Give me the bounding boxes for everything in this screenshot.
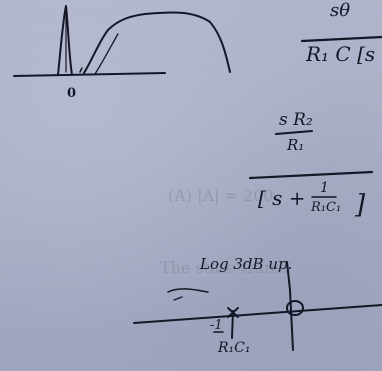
response-sketch xyxy=(13,5,231,77)
top-numerator: sθ xyxy=(330,0,351,21)
fraction-bar-inner xyxy=(275,130,313,135)
mid-frac-num: 1 xyxy=(320,180,329,196)
fraction-bar-top xyxy=(300,35,382,43)
log-note: Log 3dB up. xyxy=(200,255,293,273)
mid-numerator-under: R₁ xyxy=(287,136,305,154)
mid-numerator: s R₂ xyxy=(279,110,313,130)
mid-denominator-right: ] xyxy=(355,190,366,220)
faint-equation: (A) |A| = 200 xyxy=(168,186,274,205)
pole-label: -1 xyxy=(210,318,223,333)
pole-zero-sketch xyxy=(133,261,382,351)
fraction-bar-main xyxy=(248,170,374,180)
top-denominator: R₁ C [s xyxy=(306,42,376,66)
pole-label-under: R₁C₁ xyxy=(218,340,251,356)
mid-denominator-left: [ s + xyxy=(258,186,306,210)
mid-frac-den: R₁C₁ xyxy=(311,200,342,215)
faint-sentence: The state transi xyxy=(160,258,288,277)
sketch-origin-label: 0 xyxy=(67,86,77,101)
